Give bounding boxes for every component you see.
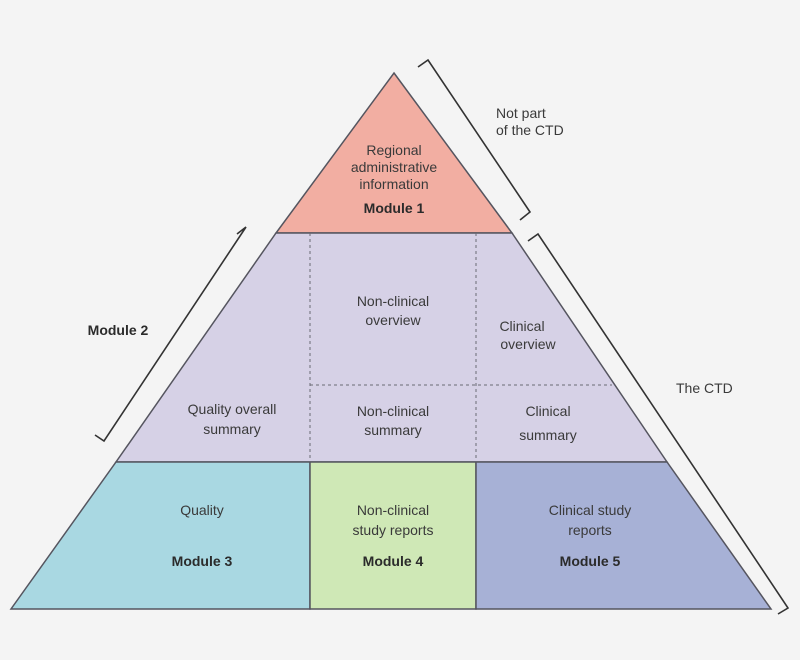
module4-line1: Non-clinical [357,502,429,518]
clinical-overview-line1: Clinical [499,318,544,334]
nonclinical-overview-line1: Non-clinical [357,293,429,309]
quality-overall-summary-line1: Quality overall [188,401,277,417]
clinical-overview-line2: overview [500,336,556,352]
module1-line1: Regional [366,142,421,158]
module3-line1: Quality [180,502,224,518]
not-part-line1: Not part [496,105,546,121]
bracket-the-ctd [527,232,790,615]
module3-title: Module 3 [172,553,233,569]
nonclinical-overview-line2: overview [365,312,421,328]
module5-line2: reports [568,522,612,538]
module3-region [9,461,311,610]
bracket-not-part-of-ctd [417,58,532,221]
module4-line2: study reports [353,522,434,538]
module4-region [309,461,477,610]
module2-title: Module 2 [88,322,149,338]
module1-title: Module 1 [364,200,425,216]
nonclinical-summary-line2: summary [364,422,422,438]
module5-region [475,461,773,610]
module5-line1: Clinical study [549,502,631,518]
clinical-summary-line2: summary [519,427,577,443]
the-ctd-label: The CTD [676,380,733,396]
clinical-summary-line1: Clinical [525,403,570,419]
quality-overall-summary-line2: summary [203,421,261,437]
bracket-module2 [94,226,247,443]
module4-title: Module 4 [363,553,424,569]
nonclinical-summary-line1: Non-clinical [357,403,429,419]
module1-line2: administrative [351,159,438,175]
not-part-line2: of the CTD [496,122,564,138]
module5-title: Module 5 [560,553,621,569]
module1-line3: information [359,176,428,192]
